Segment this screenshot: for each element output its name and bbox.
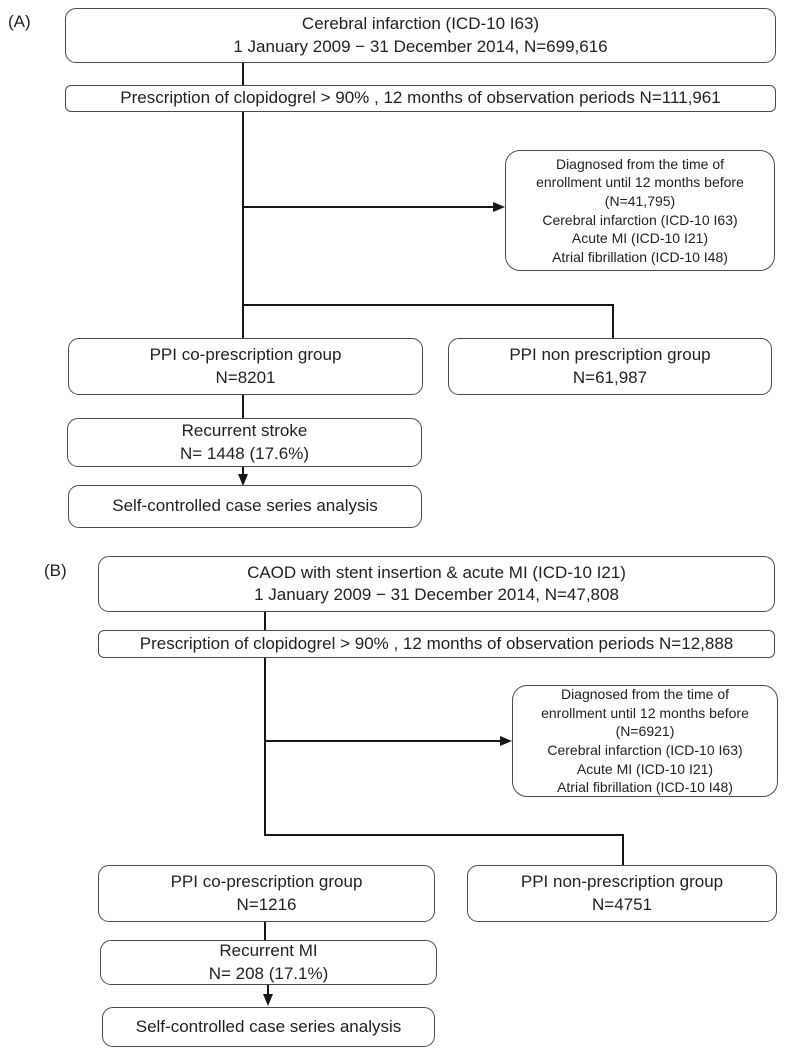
panel-a-outcome-box: Recurrent stroke N= 1448 (17.6%) [67, 418, 422, 467]
connector-branch [242, 304, 614, 306]
panel-b-group-right-box: PPI non-prescription group N=4751 [467, 865, 777, 922]
arrow-down-icon [237, 474, 248, 486]
panel-a-label: (A) [8, 12, 31, 31]
exclusion-line: (N=41,795) [604, 192, 676, 209]
panel-a-prescription-box: Prescription of clopidogrel > 90% , 12 m… [65, 85, 776, 112]
connector-trunk [264, 658, 266, 835]
exclusion-line: Diagnosed from the time of [560, 686, 730, 703]
panel-a-cohort-box: Cerebral infarction (ICD-10 I63) 1 Janua… [65, 8, 776, 63]
exclusion-line: (N=6921) [615, 723, 675, 740]
panel-b-prescription-box: Prescription of clopidogrel > 90% , 12 m… [98, 630, 775, 658]
cohort-period-n: 1 January 2009 − 31 December 2014, N=699… [233, 36, 608, 56]
connector-branch-right [612, 304, 614, 338]
exclusion-line: Atrial fibrillation (ICD-10 I48) [557, 779, 733, 796]
exclusion-line: Acute MI (ICD-10 I21) [576, 760, 714, 777]
exclusion-line: Diagnosed from the time of [555, 155, 725, 172]
group-n: N=8201 [215, 367, 276, 387]
panel-b-analysis-box: Self-controlled case series analysis [102, 1007, 435, 1047]
group-name: PPI co-prescription group [170, 872, 363, 892]
group-n: N=61,987 [572, 367, 648, 387]
cohort-title: Cerebral infarction (ICD-10 I63) [301, 14, 540, 34]
exclusion-line: Atrial fibrillation (ICD-10 I48) [552, 248, 728, 265]
arrow-right-icon [493, 202, 505, 212]
panel-a-group-left-box: PPI co-prescription group N=8201 [68, 338, 423, 395]
outcome-n: N= 1448 (17.6%) [180, 443, 309, 463]
panel-b-cohort-box: CAOD with stent insertion & acute MI (IC… [98, 556, 775, 612]
connector-exclusion [266, 740, 501, 742]
prescription-text: Prescription of clopidogrel > 90% , 12 m… [139, 633, 734, 653]
connector-cohort-to-prescription [242, 63, 244, 85]
exclusion-line: enrollment until 12 months before [536, 174, 744, 191]
exclusion-line: enrollment until 12 months before [541, 704, 749, 721]
outcome-title: Recurrent MI [219, 941, 318, 961]
connector-trunk [242, 112, 244, 338]
panel-a-analysis-box: Self-controlled case series analysis [68, 485, 422, 528]
exclusion-line: Cerebral infarction (ICD-10 I63) [547, 742, 743, 758]
analysis-text: Self-controlled case series analysis [135, 1016, 402, 1036]
connector-exclusion [244, 206, 494, 208]
analysis-text: Self-controlled case series analysis [112, 496, 378, 516]
panel-b-outcome-box: Recurrent MI N= 208 (17.1%) [100, 940, 437, 985]
outcome-n: N= 208 (17.1%) [208, 963, 329, 983]
panel-a-group-right-box: PPI non prescription group N=61,987 [448, 338, 772, 395]
connector-outcome-to-analysis [242, 467, 244, 478]
prescription-text: Prescription of clopidogrel > 90% , 12 m… [120, 88, 721, 108]
panel-b-group-left-box: PPI co-prescription group N=1216 [98, 865, 435, 922]
connector-cohort-to-prescription [264, 612, 266, 630]
group-n: N=4751 [591, 894, 653, 914]
outcome-title: Recurrent stroke [181, 421, 308, 441]
group-n: N=1216 [236, 894, 297, 914]
connector-group-to-outcome [242, 395, 244, 418]
connector-group-to-outcome [264, 922, 266, 940]
connector-outcome-to-analysis [267, 985, 269, 996]
connector-branch [264, 834, 624, 836]
cohort-title: CAOD with stent insertion & acute MI (IC… [247, 562, 626, 582]
arrow-down-icon [262, 994, 273, 1006]
panel-b-label: (B) [44, 561, 67, 580]
group-name: PPI co-prescription group [149, 345, 342, 365]
cohort-period-n: 1 January 2009 − 31 December 2014, N=47,… [254, 585, 619, 604]
group-name: PPI non prescription group [509, 345, 711, 365]
group-name: PPI non-prescription group [520, 872, 724, 892]
panel-b-exclusion-box: Diagnosed from the time of enrollment un… [512, 685, 778, 797]
panel-a-exclusion-box: Diagnosed from the time of enrollment un… [505, 150, 775, 271]
arrow-right-icon [500, 736, 512, 746]
exclusion-line: Cerebral infarction (ICD-10 I63) [542, 211, 738, 228]
exclusion-line: Acute MI (ICD-10 I21) [571, 230, 709, 247]
connector-branch-right [622, 834, 624, 865]
